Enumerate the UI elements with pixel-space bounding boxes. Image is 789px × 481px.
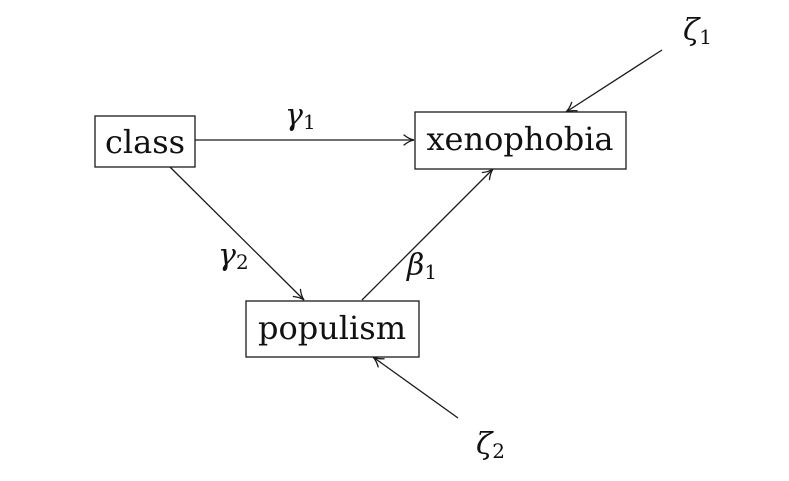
node-class-label: class: [105, 123, 185, 161]
edge-populism-to-xenophobia: [361, 168, 494, 301]
node-xenophobia-box: [414, 111, 627, 170]
node-populism-box: [245, 300, 420, 358]
node-xenophobia-label: xenophobia: [426, 120, 613, 158]
edge-class-to-populism: [169, 166, 305, 301]
coef-gamma2: γ2: [218, 238, 249, 274]
edge-zeta2-to-populism: [372, 356, 459, 419]
disturbance-zeta2-symbol: ζ: [476, 427, 494, 462]
node-xenophobia: xenophobia: [414, 111, 627, 170]
disturbance-zeta2-subscript: 2: [492, 439, 505, 463]
coef-beta1-subscript: 1: [424, 260, 437, 284]
disturbance-zeta1-symbol: ζ: [683, 13, 701, 48]
disturbance-zeta1-subscript: 1: [699, 25, 712, 49]
edge-zeta1-to-xenophobia: [565, 49, 663, 113]
coef-gamma1: γ1: [285, 98, 316, 134]
coef-gamma1-subscript: 1: [303, 110, 316, 134]
node-class-box: [94, 115, 196, 168]
coef-gamma2-symbol: γ: [218, 238, 236, 273]
node-class: class: [94, 115, 196, 168]
coef-gamma2-subscript: 2: [236, 250, 249, 274]
coef-beta1-symbol: β: [406, 248, 424, 283]
node-populism-label: populism: [258, 309, 406, 347]
disturbance-zeta1: ζ1: [683, 13, 712, 49]
coef-gamma1-symbol: γ: [285, 98, 303, 133]
coef-beta1: β1: [406, 248, 437, 284]
disturbance-zeta2: ζ2: [476, 427, 505, 463]
node-populism: populism: [245, 300, 420, 358]
